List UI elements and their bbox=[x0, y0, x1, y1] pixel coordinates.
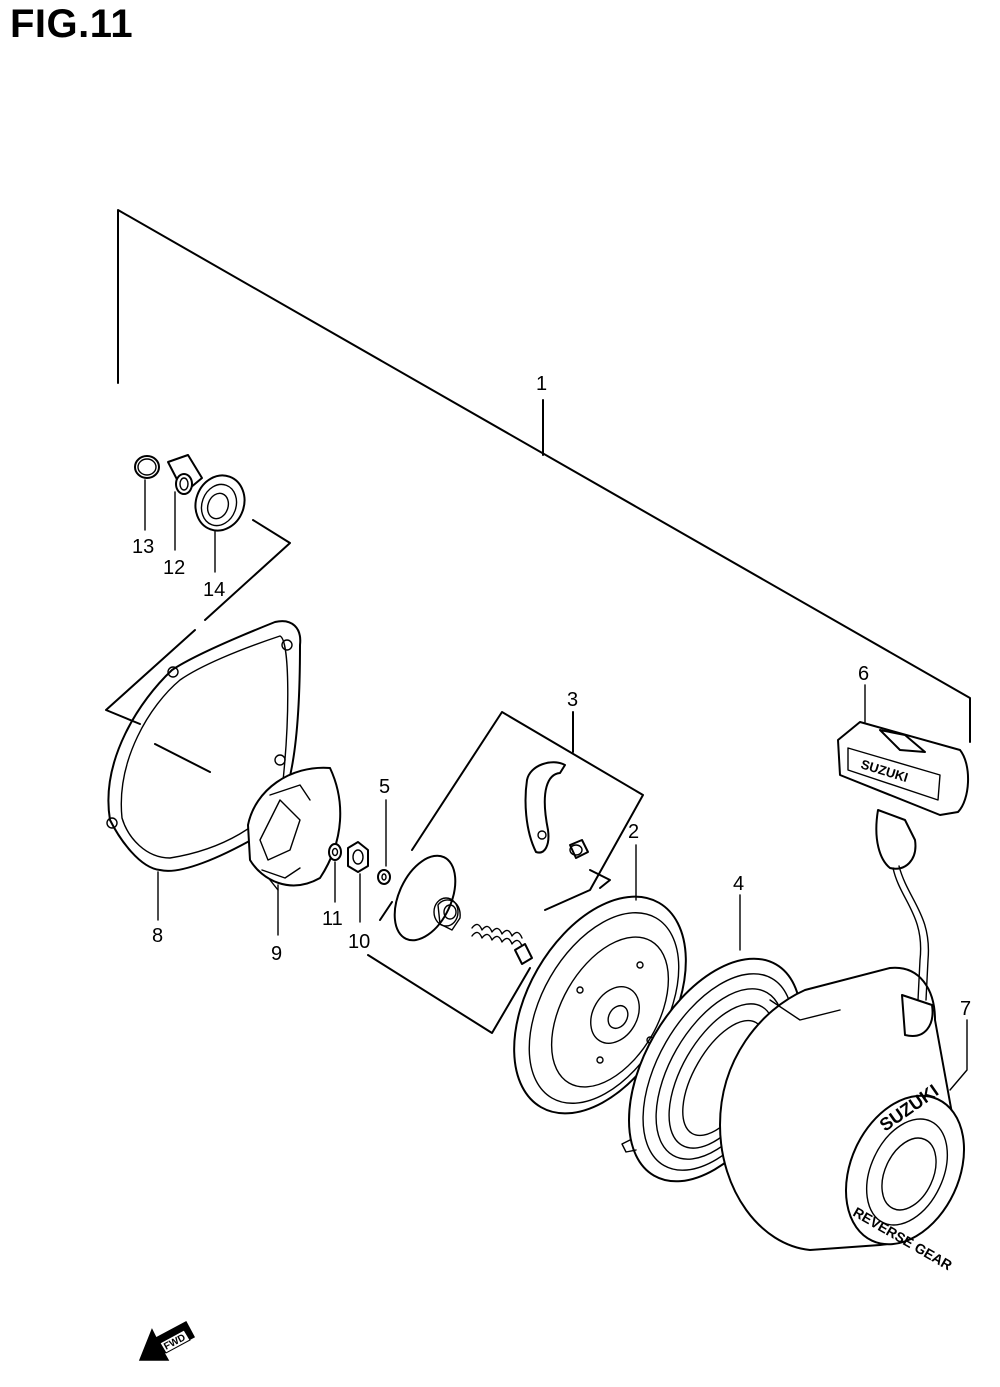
callout-2: 2 bbox=[628, 821, 639, 843]
drive-cam-9 bbox=[247, 766, 342, 891]
callout-10: 10 bbox=[348, 931, 370, 953]
callout-5: 5 bbox=[379, 776, 390, 798]
fwd-arrow-icon: FWD bbox=[138, 1320, 196, 1361]
bracket-seal-group bbox=[105, 519, 291, 773]
nut-10 bbox=[347, 841, 369, 873]
gasket-8 bbox=[106, 620, 302, 872]
case-7: SUZUKI REVERSE GEAR bbox=[719, 966, 966, 1273]
clip-5 bbox=[377, 869, 391, 885]
handle-6: SUZUKI bbox=[837, 721, 970, 1037]
ratchet-plate bbox=[393, 854, 461, 942]
bracket-ratchet-group bbox=[367, 711, 644, 1034]
callout-6: 6 bbox=[858, 663, 869, 685]
callout-9: 9 bbox=[271, 943, 282, 965]
callout-7: 7 bbox=[960, 998, 971, 1020]
assembly-bracket-1 bbox=[117, 209, 971, 743]
o-ring-13 bbox=[134, 455, 160, 479]
spring-and-cap bbox=[471, 923, 533, 965]
leader-lines bbox=[144, 479, 968, 1091]
washer-11 bbox=[328, 843, 342, 861]
bushing-12 bbox=[167, 454, 203, 495]
callout-13: 13 bbox=[132, 536, 154, 558]
callout-1: 1 bbox=[536, 373, 547, 395]
callout-14: 14 bbox=[203, 579, 225, 601]
pin bbox=[569, 839, 589, 859]
callout-3: 3 bbox=[567, 689, 578, 711]
pawl bbox=[524, 761, 566, 854]
callout-8: 8 bbox=[152, 925, 163, 947]
callout-12: 12 bbox=[163, 557, 185, 579]
callout-4: 4 bbox=[733, 873, 744, 895]
oil-seal-14 bbox=[194, 474, 246, 532]
callouts: 1 2 3 4 5 6 7 8 9 10 11 12 13 14 bbox=[132, 373, 971, 1020]
figure-title: FIG.11 bbox=[10, 2, 134, 46]
callout-11: 11 bbox=[322, 908, 343, 930]
